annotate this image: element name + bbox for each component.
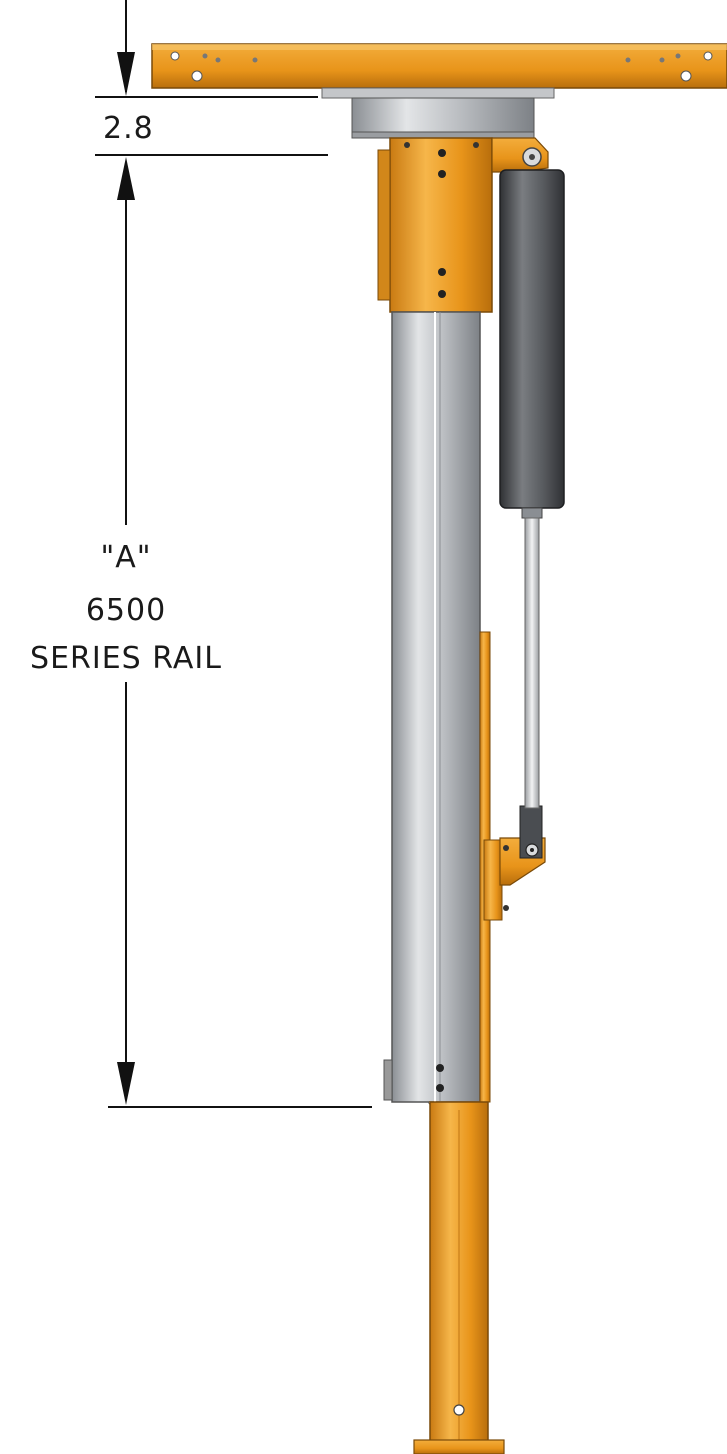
dimension-top-offset: 2.8 xyxy=(95,0,328,156)
collar-housing xyxy=(377,137,493,313)
gas-cylinder xyxy=(499,169,565,809)
top-offset-label: 2.8 xyxy=(103,111,154,146)
rail-label-series-number: 6500 xyxy=(86,593,166,628)
rail-column xyxy=(383,311,481,1111)
rail-label-series-rail: SERIES RAIL xyxy=(30,641,222,676)
cylinder-lower-bracket xyxy=(483,805,546,921)
dimension-rail-length: "A" 6500 SERIES RAIL xyxy=(30,157,372,1108)
cylinder-top-bracket xyxy=(491,137,549,173)
rail-label-a: "A" xyxy=(100,540,151,575)
mounting-plate xyxy=(321,87,555,139)
top-beam xyxy=(151,43,727,89)
